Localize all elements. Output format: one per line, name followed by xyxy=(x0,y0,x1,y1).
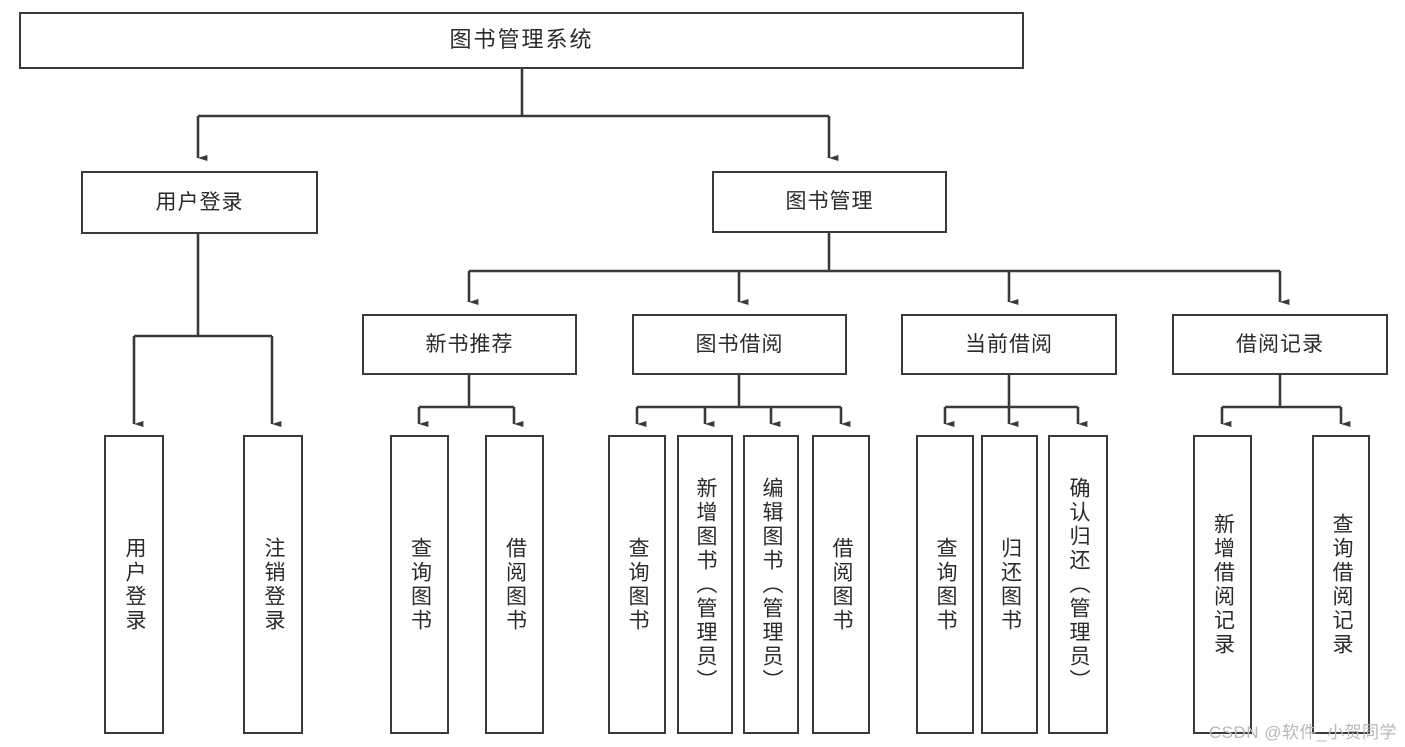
node-label: 借阅图书 xyxy=(503,536,527,633)
node-label: 当前借阅 xyxy=(965,332,1053,356)
node-label: 查询图书 xyxy=(626,536,650,633)
leaf-edit-book-admin[interactable]: 编辑图书（管理员） xyxy=(743,435,799,734)
node-label: 查询借阅记录 xyxy=(1330,512,1354,657)
leaf-return-book[interactable]: 归还图书 xyxy=(981,435,1038,734)
node-book-borrow[interactable]: 图书借阅 xyxy=(632,314,847,375)
node-label: 借阅图书 xyxy=(830,536,854,633)
node-label: 图书管理系统 xyxy=(449,27,594,53)
leaf-query-book-recommend[interactable]: 查询图书 xyxy=(390,435,449,734)
leaf-query-book-current[interactable]: 查询图书 xyxy=(916,435,974,734)
node-label: 归还图书 xyxy=(998,536,1022,633)
leaf-borrow-book-recommend[interactable]: 借阅图书 xyxy=(485,435,544,734)
node-label: 查询图书 xyxy=(408,536,432,633)
node-label: 确认归还（管理员） xyxy=(1067,476,1091,693)
node-new-book-recommend[interactable]: 新书推荐 xyxy=(362,314,577,375)
leaf-add-borrow-record[interactable]: 新增借阅记录 xyxy=(1193,435,1252,734)
node-label: 图书管理 xyxy=(785,190,874,214)
node-label: 用户登录 xyxy=(155,190,244,214)
node-label: 编辑图书（管理员） xyxy=(760,476,784,693)
leaf-add-book-admin[interactable]: 新增图书（管理员） xyxy=(677,435,733,734)
node-borrow-record[interactable]: 借阅记录 xyxy=(1172,314,1388,375)
leaf-query-book-borrow[interactable]: 查询图书 xyxy=(608,435,666,734)
node-label: 注销登录 xyxy=(262,536,286,633)
leaf-query-borrow-record[interactable]: 查询借阅记录 xyxy=(1312,435,1370,734)
node-label: 新增借阅记录 xyxy=(1211,512,1235,657)
leaf-borrow-book[interactable]: 借阅图书 xyxy=(812,435,870,734)
node-label: 借阅记录 xyxy=(1236,332,1324,356)
node-label: 新书推荐 xyxy=(425,332,514,356)
node-book-management[interactable]: 图书管理 xyxy=(712,171,947,233)
node-label: 查询图书 xyxy=(934,536,958,633)
node-label: 图书借阅 xyxy=(695,332,784,356)
node-root-system[interactable]: 图书管理系统 xyxy=(19,12,1024,69)
leaf-user-login[interactable]: 用户登录 xyxy=(104,435,164,734)
node-label: 新增图书（管理员） xyxy=(694,476,718,693)
node-user-login[interactable]: 用户登录 xyxy=(81,171,318,234)
leaf-logout[interactable]: 注销登录 xyxy=(243,435,303,734)
node-label: 用户登录 xyxy=(123,536,147,633)
leaf-confirm-return-admin[interactable]: 确认归还（管理员） xyxy=(1048,435,1108,734)
node-current-borrow[interactable]: 当前借阅 xyxy=(901,314,1117,375)
